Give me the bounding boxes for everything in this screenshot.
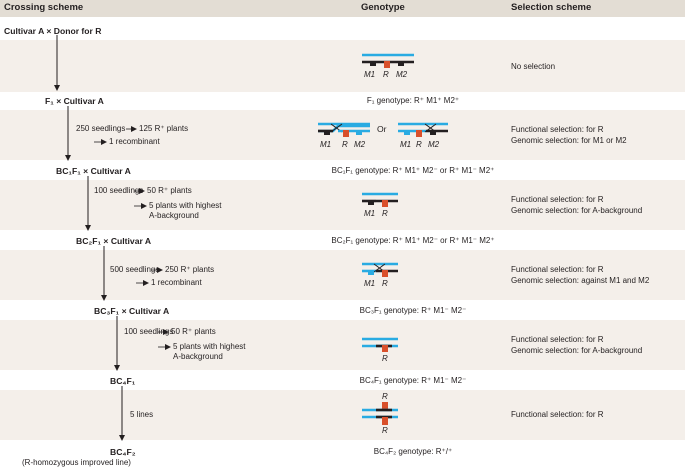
- marker-m2-row2a: M2: [354, 140, 366, 149]
- or-label: Or: [377, 124, 387, 134]
- gene-r-row1: R: [383, 70, 389, 79]
- selection-row6-functional: Functional selection: for R: [511, 410, 604, 419]
- selection-row2-genomic: Genomic selection: for M1 or M2: [511, 136, 627, 145]
- crossing-scheme-header: Crossing scheme: [4, 2, 84, 13]
- step3-recombinant: 1 recombinant: [151, 278, 202, 287]
- step2-highest: 5 plants with highest: [149, 201, 222, 210]
- marker-m1-row1: M1: [364, 70, 376, 79]
- step3-seedlings: 500 seedlings: [110, 265, 160, 274]
- gene-r-row6-bottom: R: [382, 426, 388, 435]
- step1-seedlings: 250 seedlings: [76, 124, 126, 133]
- step2-seedlings: 100 seedlings: [94, 186, 144, 195]
- cross-label-4: BC₃F₁ × Cultivar A: [94, 306, 170, 316]
- row-band-5: [0, 320, 685, 370]
- gene-r-row2a: R: [342, 140, 348, 149]
- row-band-1: [0, 40, 685, 92]
- gene-r-row2b: R: [416, 140, 422, 149]
- genotype-f1: F₁ genotype: R⁺ M1⁺ M2⁺: [366, 96, 460, 105]
- cross-label-3: BC₂F₁ × Cultivar A: [76, 236, 152, 246]
- selection-scheme-header: Selection scheme: [511, 2, 592, 13]
- selection-row2-functional: Functional selection: for R: [511, 125, 604, 134]
- chromosome-pair-row1: [362, 53, 414, 68]
- genotype-bc2f1: BC₂F₁ genotype: R⁺ M1⁺ M2⁻ or R⁺ M1⁻ M2⁺: [331, 236, 495, 245]
- row-band-4: [0, 250, 685, 300]
- row-band-6: [0, 390, 685, 440]
- chromosome-pair-row4: [362, 262, 398, 277]
- genotype-bc4f2: BC₄F₂ genotype: R⁺/⁺: [373, 447, 453, 456]
- chromosome-pair-row6: [362, 402, 398, 425]
- row-band-3: [0, 180, 685, 230]
- step5-lines: 5 lines: [130, 410, 154, 419]
- selection-row3-functional: Functional selection: for R: [511, 195, 604, 204]
- row-band-2: [0, 110, 685, 160]
- cross-label-5: BC₄F₁: [110, 376, 136, 386]
- marker-m1-row2a: M1: [320, 140, 332, 149]
- selection-row3-genomic: Genomic selection: for A-background: [511, 206, 643, 215]
- cross-label-2: BC₁F₁ × Cultivar A: [56, 166, 131, 176]
- selection-row5-genomic: Genomic selection: for A-background: [511, 346, 643, 355]
- genotype-bc3f1: BC₃F₁ genotype: R⁺ M1⁻ M2⁻: [359, 306, 467, 315]
- step4-seedlings: 100 seedlings: [124, 327, 174, 336]
- table-header: [0, 0, 685, 17]
- cross-label-6-note: (R-homozygous improved line): [22, 458, 131, 467]
- step1-plants: 125 R⁺ plants: [139, 124, 189, 133]
- marker-m2-row1: M2: [396, 70, 408, 79]
- cross-label-0: Cultivar A × Donor for R: [4, 26, 102, 36]
- gene-r-row5: R: [382, 354, 388, 363]
- step3-plants: 250 R⁺ plants: [165, 265, 215, 274]
- step2-plants: 50 R⁺ plants: [147, 186, 192, 195]
- genotype-header: Genotype: [361, 2, 405, 13]
- genotype-bc4f1: BC₄F₁ genotype: R⁺ M1⁻ M2⁻: [359, 376, 467, 385]
- selection-row4-functional: Functional selection: for R: [511, 265, 604, 274]
- marker-m1-row3: M1: [364, 209, 376, 218]
- selection-row1: No selection: [511, 62, 556, 71]
- chromosome-pair-row2-left: [318, 122, 370, 137]
- chromosome-pair-row3: [362, 192, 398, 207]
- step4-plants: 50 R⁺ plants: [171, 327, 216, 336]
- gene-r-row4: R: [382, 279, 388, 288]
- selection-row4-genomic: Genomic selection: against M1 and M2: [511, 276, 650, 285]
- gene-r-row6-top: R: [382, 392, 388, 401]
- step1-recombinant: 1 recombinant: [109, 137, 160, 146]
- gene-r-row3: R: [382, 209, 388, 218]
- step4-highest: 5 plants with highest: [173, 342, 246, 351]
- chromosome-pair-row5: [362, 337, 398, 352]
- step4-background: A-background: [173, 352, 223, 361]
- marker-m2-row2b: M2: [428, 140, 440, 149]
- chromosome-pair-row2-right: [398, 122, 448, 137]
- marker-m1-row2b: M1: [400, 140, 412, 149]
- cross-label-1: F₁ × Cultivar A: [45, 96, 104, 106]
- marker-m1-row4: M1: [364, 279, 376, 288]
- genotype-bc1f1: BC₁F₁ genotype: R⁺ M1⁺ M2⁻ or R⁺ M1⁻ M2⁺: [331, 166, 495, 175]
- selection-row5-functional: Functional selection: for R: [511, 335, 604, 344]
- cross-label-6: BC₄F₂: [110, 447, 136, 457]
- step2-background: A-background: [149, 211, 199, 220]
